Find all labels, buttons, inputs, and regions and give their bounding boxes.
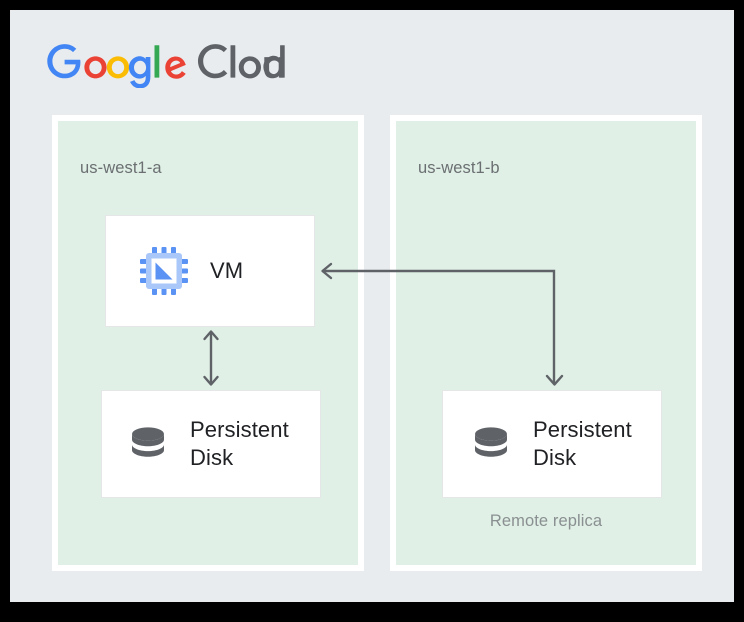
logo-letter-g-blue xyxy=(47,44,81,79)
vm-card-label: VM xyxy=(210,258,244,284)
database-disk-icon xyxy=(467,420,515,468)
google-cloud-logo xyxy=(42,42,298,88)
cpu-chip-icon xyxy=(138,245,190,297)
logo-letter-l2 xyxy=(230,45,236,78)
logo-letter-o3 xyxy=(238,56,261,79)
logo-letter-o-yellow xyxy=(106,56,130,79)
diagram-canvas: us-west1-a xyxy=(10,10,734,602)
zone-panel-us-west1-a: us-west1-a xyxy=(52,115,364,571)
persistent-disk-card-a[interactable]: Persistent Disk xyxy=(101,390,321,498)
logo-letter-e-red xyxy=(165,56,186,79)
remote-replica-caption: Remote replica xyxy=(489,512,603,530)
logo-letter-g2-blue xyxy=(128,56,151,88)
database-disk-icon xyxy=(124,420,172,468)
logo-letter-d xyxy=(263,45,285,78)
zone-label-us-west1-b: us-west1-b xyxy=(418,159,500,177)
logo-word-cloud xyxy=(198,44,228,79)
persistent-disk-card-b-label: Persistent Disk xyxy=(533,417,632,470)
persistent-disk-card-b[interactable]: Persistent Disk xyxy=(442,390,662,498)
persistent-disk-card-a-label: Persistent Disk xyxy=(190,417,289,470)
logo-letter-o-red xyxy=(84,56,107,79)
zone-panel-us-west1-b: us-west1-b Persistent Disk Remote replic… xyxy=(390,115,702,571)
logo-letter-l-green xyxy=(154,45,160,78)
zone-label-us-west1-a: us-west1-a xyxy=(80,159,162,177)
vm-card[interactable]: VM xyxy=(105,215,315,327)
